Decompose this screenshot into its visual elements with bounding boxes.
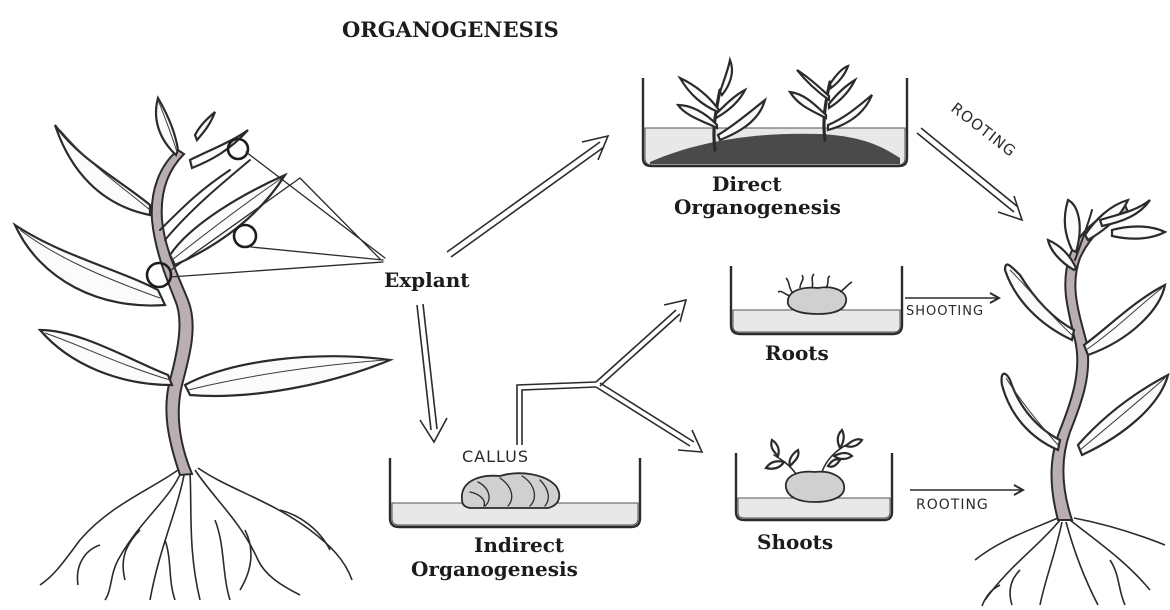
rooting-label-top: ROOTING <box>948 99 1020 161</box>
roots-label: Roots <box>765 341 829 365</box>
rooted-callus <box>778 274 852 314</box>
shoots-beaker <box>736 430 892 520</box>
direct-organogenesis-beaker <box>643 60 907 166</box>
regen-leaf <box>1112 226 1165 238</box>
indirect-label-line2: Organogenesis <box>411 557 578 581</box>
callus-mass <box>462 473 559 508</box>
shooting-label: SHOOTING <box>906 304 984 319</box>
explant-site-circle <box>228 139 248 159</box>
indirect-label-line1: Indirect <box>474 533 565 557</box>
regenerated-plant-roots <box>975 518 1165 606</box>
explant-site-circle <box>234 225 256 247</box>
regenerated-plant <box>975 200 1168 606</box>
mother-leaf <box>195 112 215 140</box>
indirect-organogenesis-beaker <box>390 458 640 527</box>
rooting-label-bottom: ROOTING <box>916 497 989 513</box>
regen-leaf <box>1065 200 1080 252</box>
mother-leaf <box>55 125 150 215</box>
mother-plant <box>15 98 390 600</box>
shooting-callus <box>766 430 862 502</box>
diagram-title: ORGANOGENESIS <box>342 17 559 42</box>
roots-beaker <box>731 266 902 334</box>
direct-label-line2: Organogenesis <box>674 195 841 219</box>
arrow-explant-to-direct <box>447 136 608 257</box>
direct-label-line1: Direct <box>712 172 782 196</box>
mother-leaf <box>15 225 165 306</box>
mother-plant-stem <box>152 150 193 475</box>
callus-label: CALLUS <box>462 447 529 466</box>
arrow-callus-branch <box>517 300 702 452</box>
shoots-label: Shoots <box>757 530 833 554</box>
mother-plant-roots <box>40 468 352 600</box>
arrow-explant-to-indirect <box>417 304 447 442</box>
explant-label: Explant <box>384 268 470 292</box>
